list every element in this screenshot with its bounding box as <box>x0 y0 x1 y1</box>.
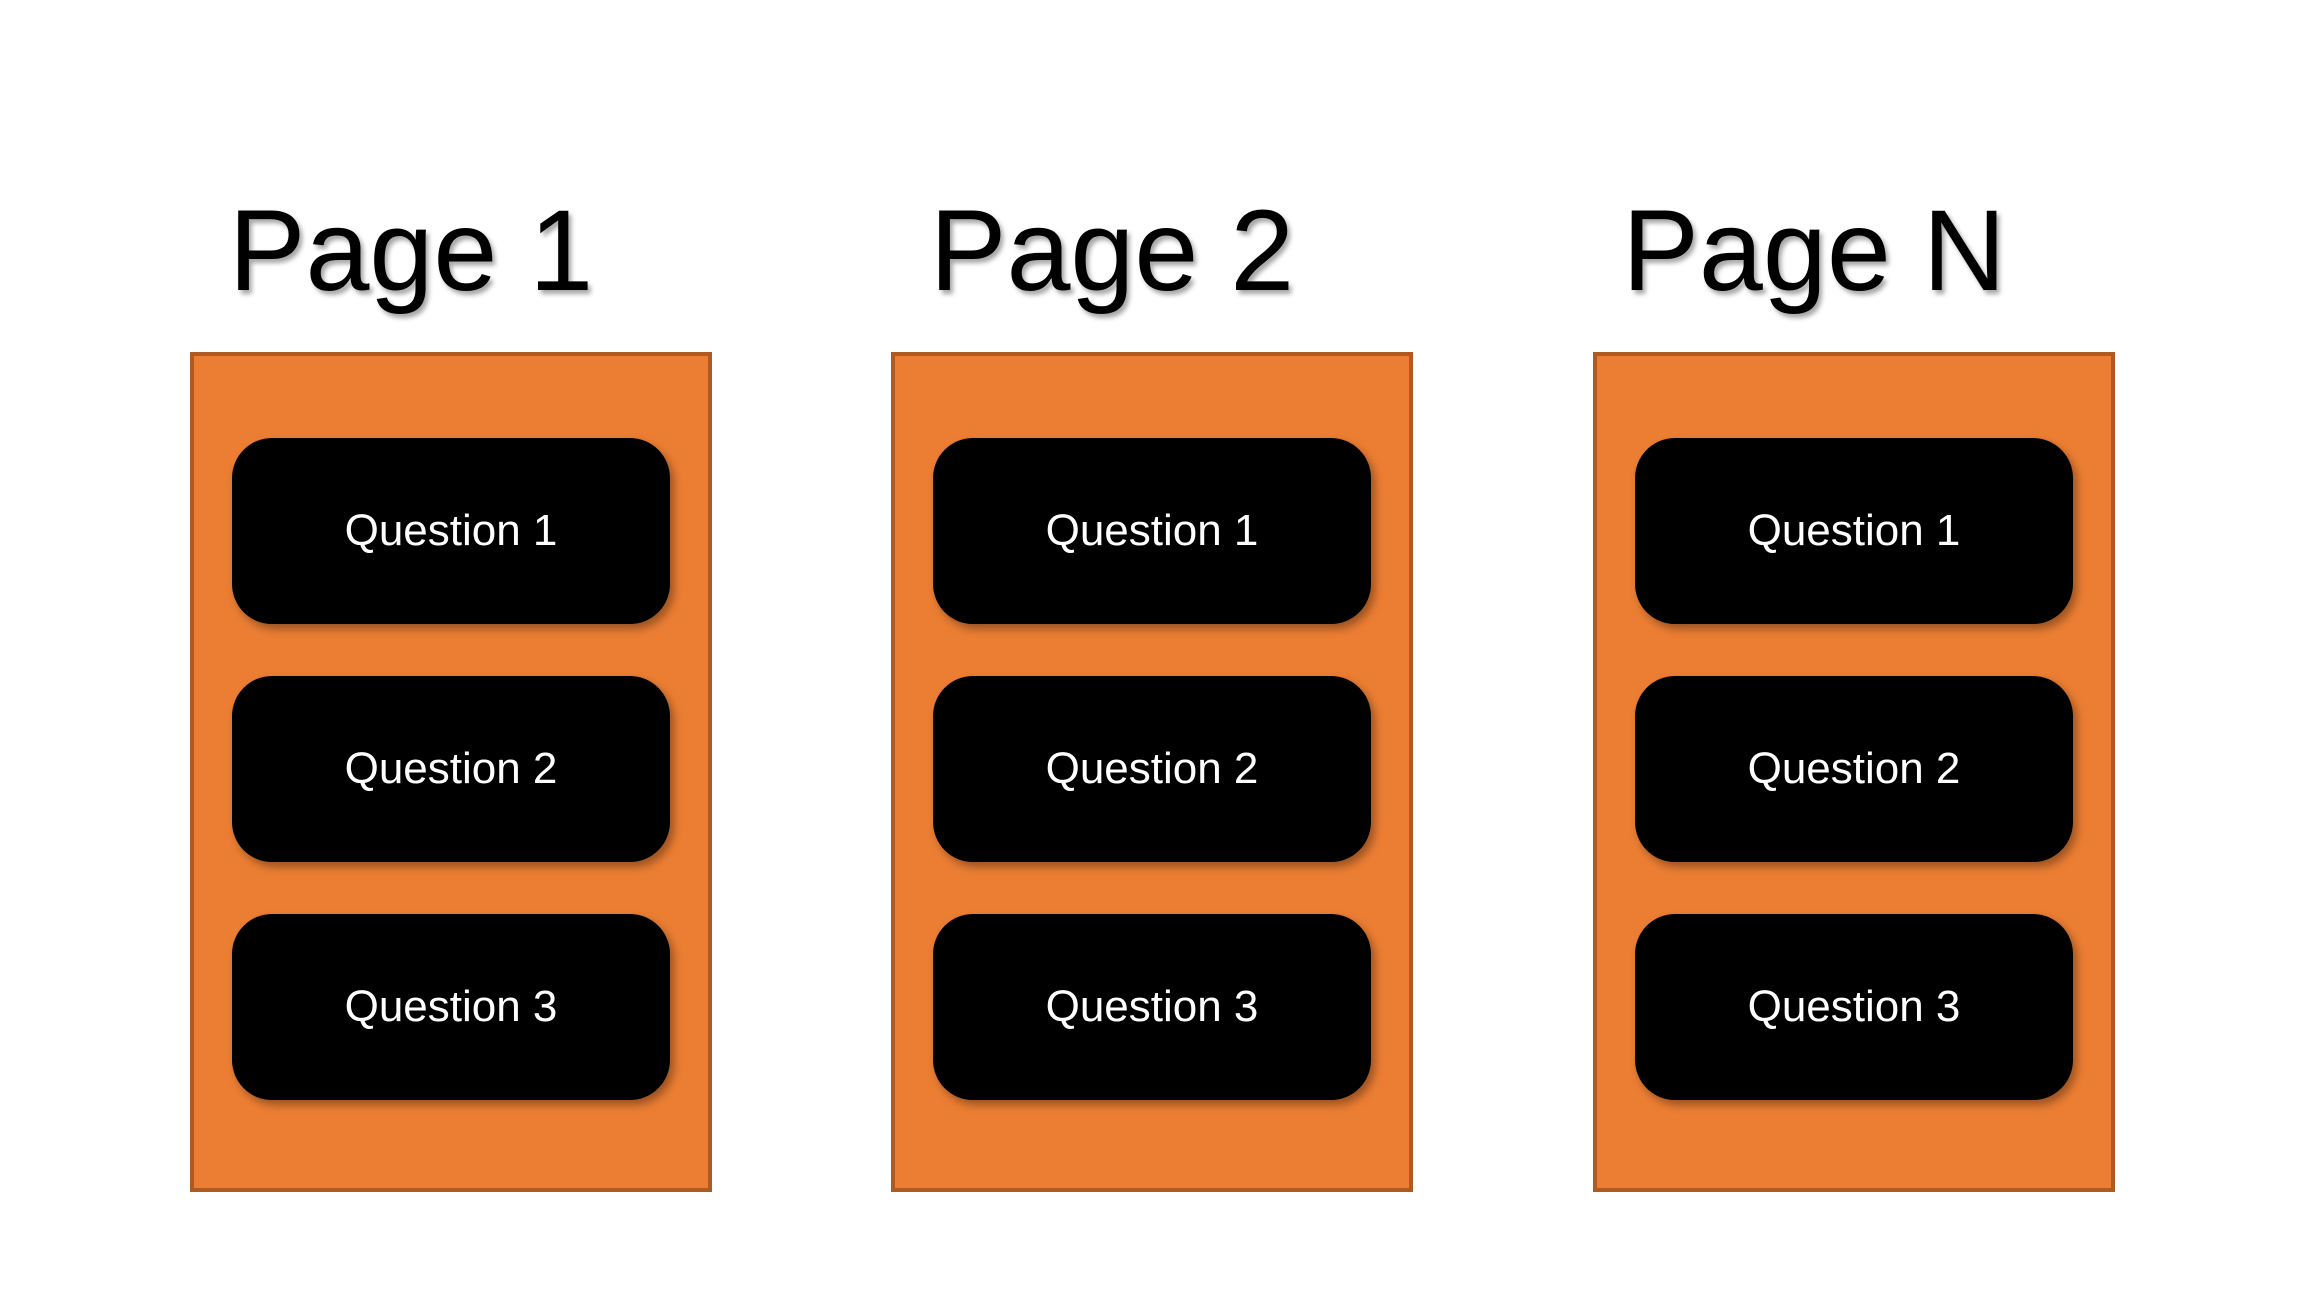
question-label: Question 2 <box>344 744 558 793</box>
page-panel: Question 1 Question 2 Question 3 <box>1593 352 2115 1192</box>
question-label: Question 1 <box>1045 506 1259 555</box>
question-card: Question 2 <box>232 676 670 862</box>
page-panel: Question 1 Question 2 Question 3 <box>891 352 1413 1192</box>
question-card: Question 3 <box>1635 914 2073 1100</box>
question-card: Question 3 <box>232 914 670 1100</box>
question-card: Question 2 <box>1635 676 2073 862</box>
page-title: Page N <box>1622 187 2006 315</box>
question-card: Question 1 <box>1635 438 2073 624</box>
page-panel: Question 1 Question 2 Question 3 <box>190 352 712 1192</box>
question-card: Question 1 <box>933 438 1371 624</box>
question-label: Question 3 <box>1747 982 1961 1031</box>
page-column-1: Page 1 Question 1 Question 2 Question 3 <box>190 0 712 1302</box>
question-label: Question 3 <box>344 982 558 1031</box>
page-title: Page 1 <box>228 187 594 315</box>
question-label: Question 1 <box>344 506 558 555</box>
question-card: Question 2 <box>933 676 1371 862</box>
question-card: Question 3 <box>933 914 1371 1100</box>
page-column-n: Page N Question 1 Question 2 Question 3 <box>1593 0 2115 1302</box>
question-label: Question 2 <box>1747 744 1961 793</box>
question-label: Question 3 <box>1045 982 1259 1031</box>
question-label: Question 2 <box>1045 744 1259 793</box>
page-title: Page 2 <box>929 187 1295 315</box>
question-label: Question 1 <box>1747 506 1961 555</box>
question-card: Question 1 <box>232 438 670 624</box>
page-column-2: Page 2 Question 1 Question 2 Question 3 <box>891 0 1413 1302</box>
